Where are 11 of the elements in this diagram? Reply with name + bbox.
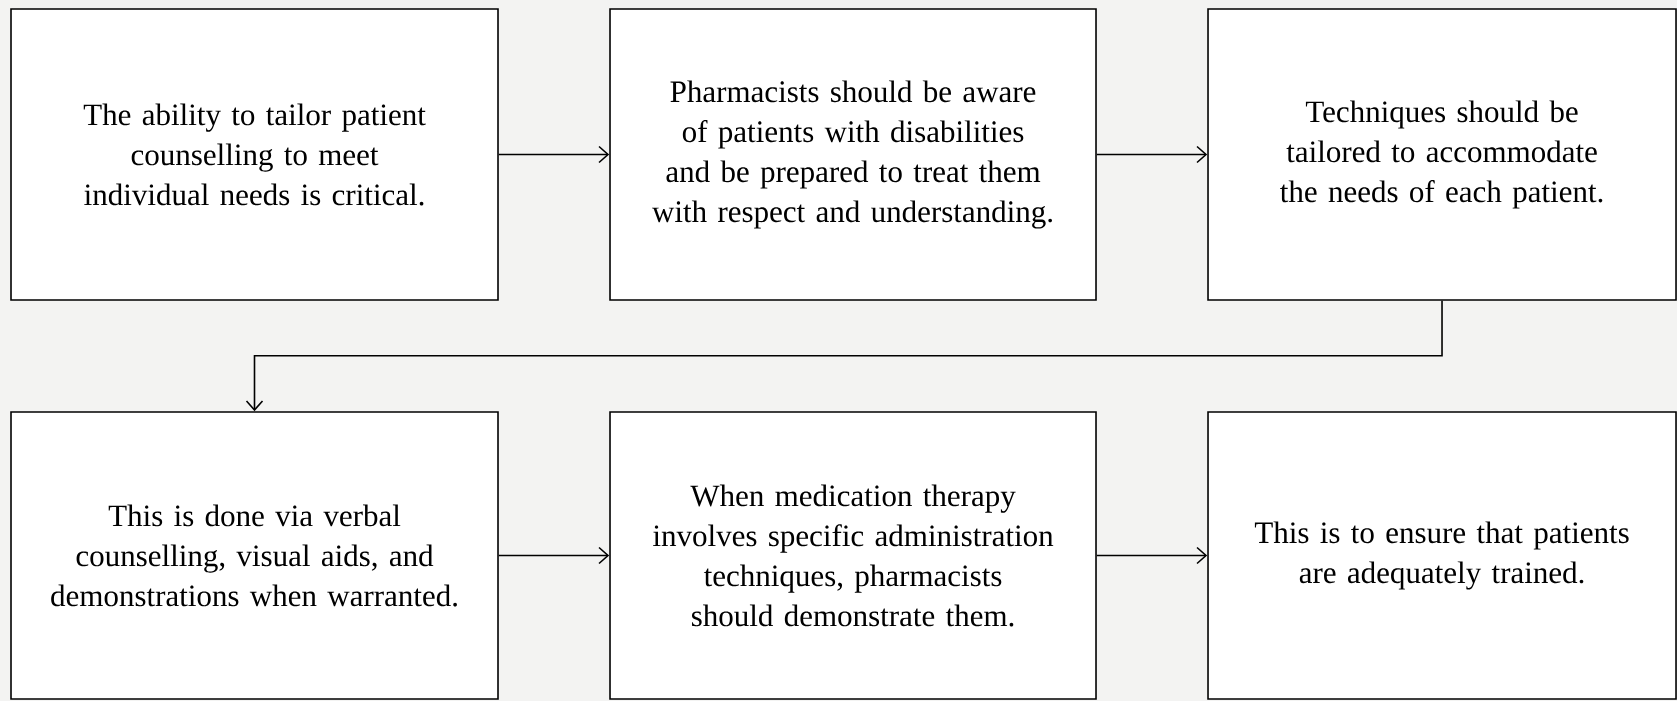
text-box: Techniques should be tailored to accommodate the needs of each patient. <box>1207 8 1677 301</box>
arrow <box>498 145 610 164</box>
arrow <box>245 300 1443 412</box>
text-box: When medication therapy involves specific administration techniques, pharmacists should demonstrate them. <box>609 411 1097 700</box>
text-box: Pharmacists should be aware of patients with disabilities and be prepared to treat them with respect and understanding. <box>609 8 1097 301</box>
arrow <box>1096 546 1208 565</box>
text-box: This is to ensure that patients are adequately trained. <box>1207 411 1677 700</box>
text-box: The ability to tailor patient counselling to meet individual needs is critical. <box>10 8 499 301</box>
arrow <box>498 546 610 565</box>
text-box: This is done via verbal counselling, visual aids, and demonstrations when warranted. <box>10 411 499 700</box>
arrow <box>1096 145 1208 164</box>
